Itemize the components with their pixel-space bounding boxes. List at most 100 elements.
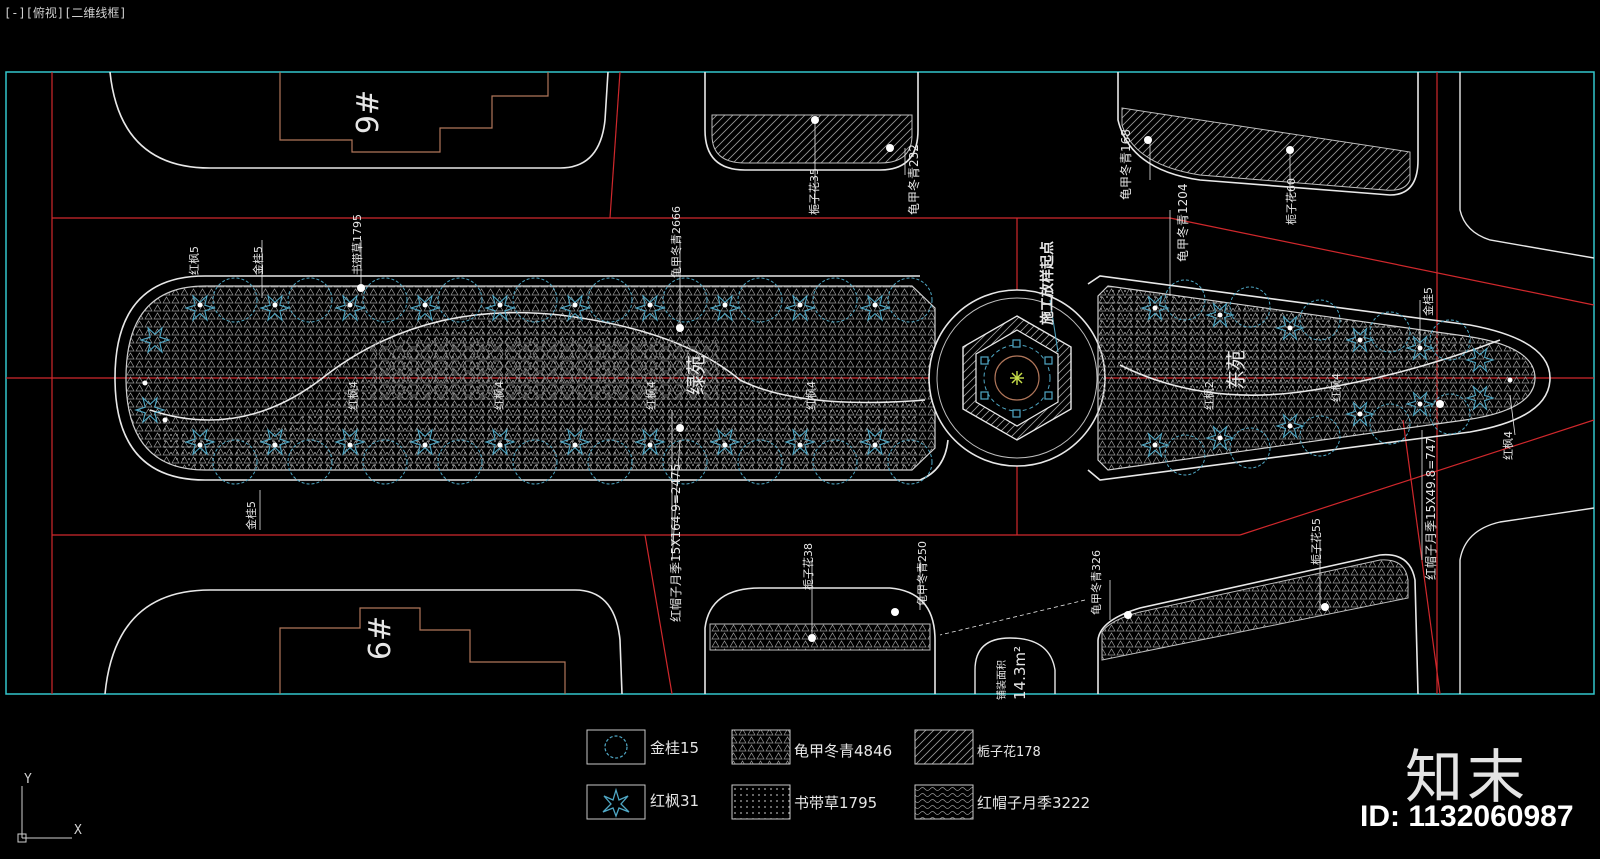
osmanthus-symbol <box>512 439 558 485</box>
survey-point <box>1417 345 1423 351</box>
anno-right-end: 红枫4 <box>1501 431 1515 460</box>
maple-symbol <box>1275 413 1305 439</box>
ucs-icon <box>17 786 72 843</box>
building-9-label: 9# <box>351 90 386 134</box>
legend-label-osmanthus: 金桂15 <box>650 739 699 757</box>
maple-symbol <box>484 294 516 322</box>
survey-point <box>142 380 148 386</box>
survey-point <box>1436 400 1444 408</box>
osmanthus-symbol <box>287 277 333 323</box>
anno-center: 施工放样起点 <box>1039 241 1056 325</box>
osmanthus-symbol <box>887 277 933 323</box>
survey-point <box>891 608 899 616</box>
viewport-label[interactable]: [-][俯视][二维线框] <box>4 6 127 20</box>
anno-right-mid-2: 红枫4 <box>1329 373 1343 402</box>
anno-right-top-1: 龟甲冬青1204 <box>1175 183 1190 262</box>
anno-left-top-2: 金桂5 <box>251 246 265 275</box>
planter-top-left-hatch <box>711 114 913 164</box>
maple-symbol <box>334 428 366 456</box>
legend-swatch-osmanthus <box>586 729 646 765</box>
anno-left-mid-4: 红枫4 <box>804 381 818 410</box>
osmanthus-symbol <box>887 439 933 485</box>
anno-left-mid-1: 红枫4 <box>346 381 360 410</box>
anno-bottom-strip-2: 龟甲冬青250 <box>915 541 929 606</box>
anno-left-zone: 绿苑 <box>684 355 708 395</box>
survey-point <box>1152 305 1158 311</box>
maple-icon <box>602 787 630 818</box>
maple-symbol <box>184 294 216 322</box>
survey-point <box>1217 435 1223 441</box>
maple-symbol <box>1205 425 1235 451</box>
survey-point <box>572 442 578 448</box>
left-bed-outer <box>114 275 949 481</box>
leader-lines <box>259 120 1516 640</box>
survey-point <box>797 302 803 308</box>
building-6-outline <box>104 589 623 694</box>
survey-point <box>1286 146 1294 154</box>
maple-symbol <box>1405 391 1435 417</box>
osmanthus-symbol <box>737 277 783 323</box>
osmanthus-symbol <box>1229 427 1271 469</box>
ucs-x-label: X <box>74 823 82 838</box>
survey-point <box>422 302 428 308</box>
osmanthus-symbol <box>362 439 408 485</box>
legend-swatch-holly <box>731 729 791 765</box>
survey-point <box>1357 411 1363 417</box>
osmanthus-icon <box>604 735 628 759</box>
legend-swatches <box>586 729 974 820</box>
drawing-frame <box>5 71 1595 695</box>
survey-point <box>272 302 278 308</box>
anno-top-strip-4: 龟甲冬青232 <box>906 144 921 215</box>
maple-symbol <box>184 428 216 456</box>
right-bed-outer <box>1087 275 1551 481</box>
maple-symbol <box>1345 327 1375 353</box>
maple-symbol <box>1465 347 1495 373</box>
survey-point <box>1357 337 1363 343</box>
ucs-y-label: Y <box>24 772 32 787</box>
right-bed-path <box>1119 339 1501 396</box>
maple-symbol <box>634 428 666 456</box>
survey-point <box>722 302 728 308</box>
maple-symbol <box>259 294 291 322</box>
maple-symbol <box>259 428 291 456</box>
survey-point <box>647 442 653 448</box>
survey-point <box>197 302 203 308</box>
survey-point <box>1152 442 1158 448</box>
survey-point <box>197 442 203 448</box>
survey-point <box>1321 603 1329 611</box>
maple-symbol <box>559 294 591 322</box>
maple-symbol <box>1205 302 1235 328</box>
watermark-brand: 知末 <box>1405 743 1530 811</box>
road-edge-bottom-right <box>1459 507 1594 694</box>
anno-left-mid-2: 红枫4 <box>492 381 506 410</box>
legend-swatch-gardenia <box>914 729 974 765</box>
maple-symbol <box>559 428 591 456</box>
road-edge-top-right <box>1459 72 1594 259</box>
survey-point <box>1507 377 1513 383</box>
survey-point-markers <box>142 116 1513 642</box>
anno-bottom-strip-5: 红帽子月季15X164.9=2475 <box>668 464 683 622</box>
survey-point <box>886 144 894 152</box>
survey-point <box>357 284 365 292</box>
planter-top-right-hatch <box>1121 107 1411 191</box>
paving-area-value: 14.3m² <box>1011 646 1029 700</box>
survey-point <box>1287 423 1293 429</box>
anno-top-strip-3: 栀子花35 <box>807 168 821 215</box>
maple-symbol <box>1275 315 1305 341</box>
osmanthus-symbol <box>587 277 633 323</box>
anno-right-zone: 东苑 <box>1224 350 1248 390</box>
survey-point <box>797 442 803 448</box>
planter-bottom-left-hatch <box>709 623 931 651</box>
maple-symbol <box>1140 432 1170 458</box>
maple-symbol <box>1345 401 1375 427</box>
planter-bottom-left <box>704 587 936 694</box>
legend-label-maple: 红枫31 <box>650 792 699 810</box>
watermark-id: ID: 1132060987 <box>1360 800 1574 833</box>
maple-symbol <box>334 294 366 322</box>
maple-symbol <box>409 428 441 456</box>
survey-point <box>676 324 684 332</box>
survey-point <box>1417 401 1423 407</box>
anno-bottom-strip-1: 栀子花38 <box>801 543 815 590</box>
osmanthus-symbol <box>212 277 258 323</box>
